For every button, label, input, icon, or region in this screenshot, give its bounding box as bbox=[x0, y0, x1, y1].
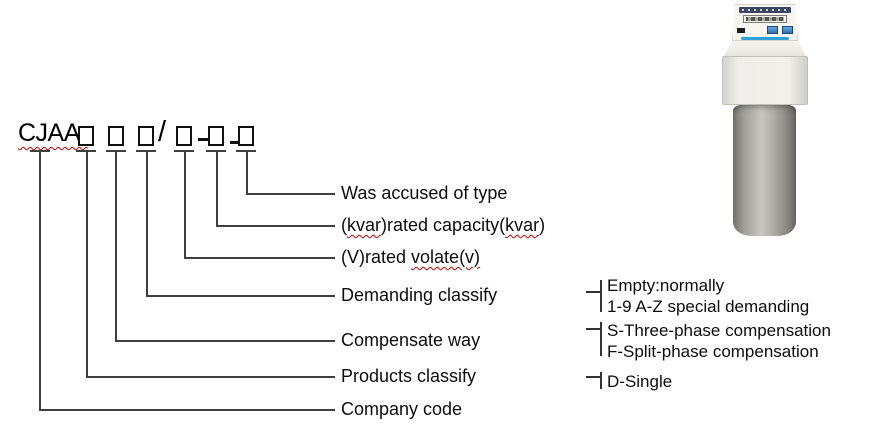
model-digit-box-4 bbox=[176, 126, 192, 146]
device-lcd-display bbox=[743, 15, 787, 24]
connector-was-accused-of-type bbox=[246, 152, 335, 195]
model-digit-box-3 bbox=[138, 126, 154, 146]
annotation-line: F-Split-phase compensation bbox=[607, 342, 819, 361]
tick-box-3 bbox=[136, 150, 156, 152]
bracket-products-values bbox=[600, 372, 602, 389]
annotation-demanding-values: Empty:normally 1-9 A-Z special demanding bbox=[607, 275, 809, 317]
device-control-head bbox=[732, 4, 798, 41]
callout-rated-capacity: (kvar)rated capacity(kvar) bbox=[341, 214, 546, 235]
annotation-line: S-Three-phase compensation bbox=[607, 321, 831, 340]
product-photo-capacitor-unit bbox=[700, 2, 812, 238]
device-shoulder bbox=[724, 41, 806, 56]
connector-rated-capacity bbox=[216, 152, 335, 227]
connector-rated-voltage bbox=[184, 152, 335, 259]
device-titlebar bbox=[739, 7, 791, 14]
device-blue-button-1 bbox=[767, 26, 778, 35]
bracket-compensate-dash bbox=[586, 328, 601, 330]
callout-company-code: Company code bbox=[341, 398, 463, 419]
tick-company-code bbox=[30, 150, 50, 152]
callout-demanding-classify: Demanding classify bbox=[341, 284, 498, 305]
model-slash: / bbox=[158, 116, 167, 148]
bracket-compensate-values bbox=[600, 322, 602, 356]
tick-box-5 bbox=[206, 150, 226, 152]
callout-was-accused-of-type: Was accused of type bbox=[341, 182, 508, 203]
model-dash-1 bbox=[198, 138, 208, 141]
annotation-line: D-Single bbox=[607, 372, 673, 391]
callout-products-classify: Products classify bbox=[341, 365, 477, 386]
model-digit-box-6 bbox=[238, 126, 254, 146]
tick-box-1 bbox=[76, 150, 96, 152]
callout-rated-voltage: (V)rated volate(v) bbox=[341, 246, 481, 267]
annotation-compensate-values: S-Three-phase compensation F-Split-phase… bbox=[607, 320, 831, 362]
annotation-line: Empty:normally bbox=[607, 276, 725, 295]
model-digit-box-5 bbox=[208, 126, 224, 146]
connector-company-code bbox=[39, 152, 335, 411]
device-body-box bbox=[722, 56, 808, 105]
model-prefix-text: CJAA- bbox=[18, 119, 88, 147]
tick-box-6 bbox=[236, 150, 256, 152]
tick-box-2 bbox=[106, 150, 126, 152]
annotation-line: 1-9 A-Z special demanding bbox=[607, 297, 810, 316]
connector-demanding-classify bbox=[146, 152, 335, 297]
callout-compensate-way: Compensate way bbox=[341, 329, 481, 350]
model-digit-box-1 bbox=[78, 126, 94, 146]
model-dash-2 bbox=[230, 141, 239, 144]
bracket-demanding-dash bbox=[586, 291, 601, 293]
device-controls-row bbox=[737, 26, 793, 35]
connector-compensate-way bbox=[115, 152, 335, 342]
connector-products-classify bbox=[86, 152, 335, 378]
annotation-products-values: D-Single bbox=[607, 371, 672, 392]
tick-box-4 bbox=[174, 150, 194, 152]
device-toggle-switch bbox=[737, 27, 745, 33]
device-blue-button-2 bbox=[782, 26, 793, 35]
device-capacitor-cylinder bbox=[733, 105, 796, 236]
bracket-products-dash bbox=[586, 376, 601, 378]
bracket-demanding-values bbox=[600, 280, 602, 312]
model-digit-box-2 bbox=[108, 126, 124, 146]
device-accent-line bbox=[741, 37, 789, 40]
